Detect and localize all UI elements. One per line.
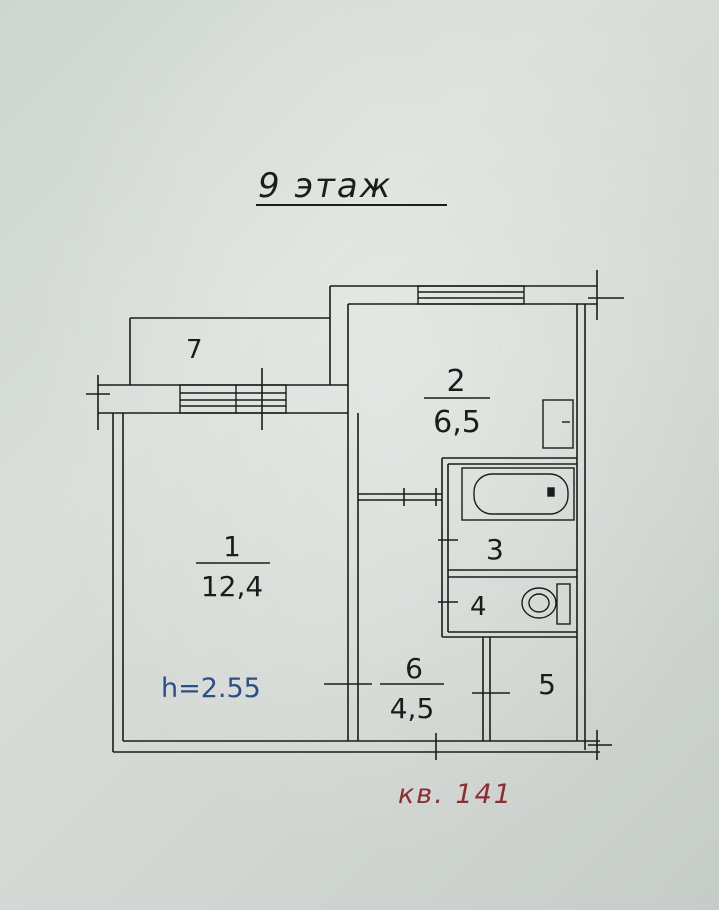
- room-1-number: 1: [223, 530, 241, 563]
- tick-marks: [86, 270, 624, 760]
- room-7-number: 7: [186, 335, 203, 365]
- toilet-icon: [521, 583, 571, 625]
- room-2-number: 2: [446, 364, 465, 399]
- room-6-number: 6: [405, 652, 423, 685]
- room-5-number: 5: [538, 668, 556, 701]
- bathtub-icon: [461, 467, 575, 521]
- window-room1: [179, 384, 287, 414]
- floor-title: 9 этаж: [258, 166, 392, 206]
- window-top: [417, 285, 525, 305]
- walls: [98, 285, 600, 753]
- stove-icon: [542, 399, 574, 449]
- apartment-number-label: кв. 141: [398, 779, 513, 810]
- balcony-outline: [129, 286, 331, 385]
- room-2-area: 6,5: [433, 405, 481, 440]
- room-4-number: 4: [470, 592, 487, 622]
- ceiling-height-label: h=2.55: [161, 673, 261, 704]
- room-3-number: 3: [486, 533, 504, 566]
- room-1-area: 12,4: [201, 570, 263, 603]
- room-6-area: 4,5: [390, 692, 435, 725]
